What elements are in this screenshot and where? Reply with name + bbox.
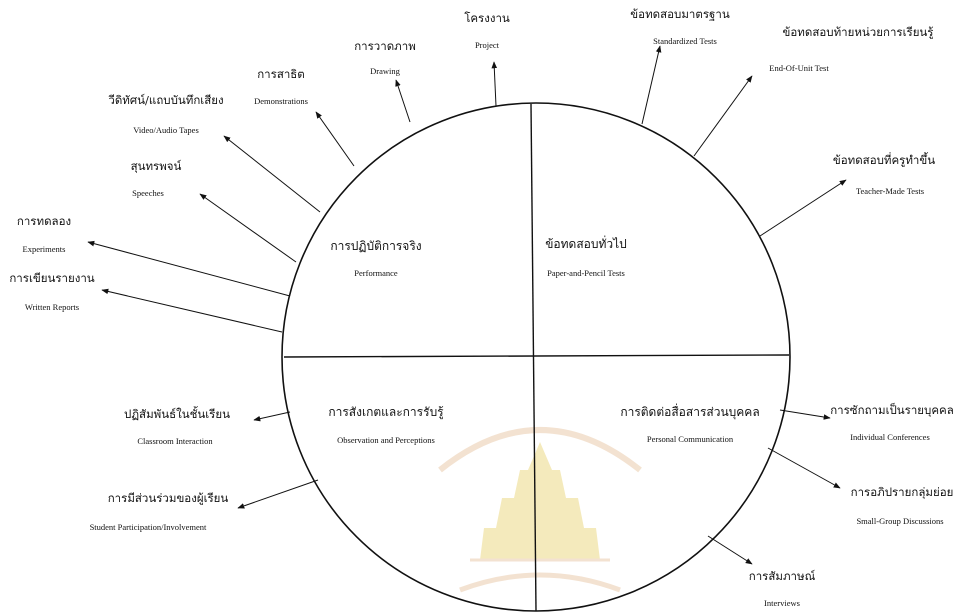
label-teacher-made-th: ข้อทดสอบที่ครูทำขึ้น	[833, 152, 935, 167]
label-drawing-en: Drawing	[370, 66, 400, 76]
arrow-individual	[779, 409, 831, 420]
horizontal-divider	[283, 354, 790, 358]
label-written-reports-th: การเขียนรายงาน	[9, 271, 94, 285]
label-experiments-th: การทดลอง	[17, 214, 71, 228]
arrow-written-reports	[101, 288, 283, 333]
label-end-of-unit-en: End-Of-Unit Test	[769, 63, 829, 73]
label-experiments-en: Experiments	[23, 244, 66, 254]
arrow-drawing	[395, 79, 411, 123]
label-classroom-th: ปฏิสัมพันธ์ในชั้นเรียน	[124, 406, 230, 421]
label-small-group-en: Small-Group Discussions	[856, 516, 943, 526]
label-end-of-unit-th: ข้อทดสอบท้ายหน่วยการเรียนรู้	[783, 25, 934, 39]
quadrant-paper-pencil-en: Paper-and-Pencil Tests	[547, 268, 625, 278]
label-classroom-en: Classroom Interaction	[137, 436, 213, 446]
quadrant-performance-en: Performance	[354, 268, 398, 278]
label-standardized-th: ข้อทดสอบมาตรฐาน	[630, 7, 730, 21]
label-individual-th: การซักถามเป็นรายบุคคล	[830, 402, 954, 417]
quadrant-paper-pencil-th: ข้อทดสอบทั่วไป	[545, 235, 627, 251]
arrow-experiments	[87, 240, 291, 297]
label-standardized-en: Standardized Tests	[653, 36, 717, 46]
label-demonstrations-en: Demonstrations	[254, 96, 308, 106]
arrow-standardized	[641, 45, 662, 125]
vertical-divider	[530, 103, 537, 612]
arrow-project	[491, 61, 498, 107]
label-written-reports-en: Written Reports	[25, 302, 79, 312]
label-student-participation-en: Student Participation/Involvement	[90, 522, 207, 532]
watermark-seal	[438, 427, 642, 593]
arrow-teacher-made	[759, 179, 847, 237]
label-project-en: Project	[475, 40, 500, 50]
arrow-student-participation	[237, 479, 319, 509]
arrow-classroom	[253, 411, 291, 422]
label-speeches-th: สุนทรพจน์	[131, 159, 182, 173]
arrow-interviews	[707, 535, 753, 565]
label-demonstrations-th: การสาธิต	[257, 67, 305, 81]
quadrant-observation-th: การสังเกตและการรับรู้	[328, 405, 444, 420]
arrow-small-group	[767, 447, 841, 489]
label-project-th: โครงงาน	[464, 11, 510, 25]
arrow-speeches	[199, 193, 297, 263]
quadrant-performance-th: การปฏิบัติการจริง	[330, 239, 421, 253]
label-teacher-made-en: Teacher-Made Tests	[856, 186, 924, 196]
quadrant-personal-en: Personal Communication	[647, 434, 734, 444]
label-speeches-en: Speeches	[132, 188, 164, 198]
label-interviews-th: การสัมภาษณ์	[749, 569, 816, 583]
label-drawing-th: การวาดภาพ	[354, 39, 416, 53]
label-interviews-en: Interviews	[764, 598, 800, 608]
label-individual-en: Individual Conferences	[850, 432, 930, 442]
label-video-audio-en: Video/Audio Tapes	[133, 125, 199, 135]
quadrant-observation-en: Observation and Perceptions	[337, 435, 435, 445]
label-student-participation-th: การมีส่วนร่วมของผู้เรียน	[108, 491, 229, 505]
quadrant-personal-th: การติดต่อสื่อสารส่วนบุคคล	[620, 403, 759, 420]
arrow-demonstrations	[315, 111, 355, 167]
label-small-group-th: การอภิปรายกลุ่มย่อย	[851, 485, 954, 499]
arrow-video-audio	[223, 135, 321, 213]
label-video-audio-th: วีดิทัศน์/แถบบันทึกเสียง	[108, 93, 224, 107]
arrow-end-of-unit	[693, 75, 753, 157]
